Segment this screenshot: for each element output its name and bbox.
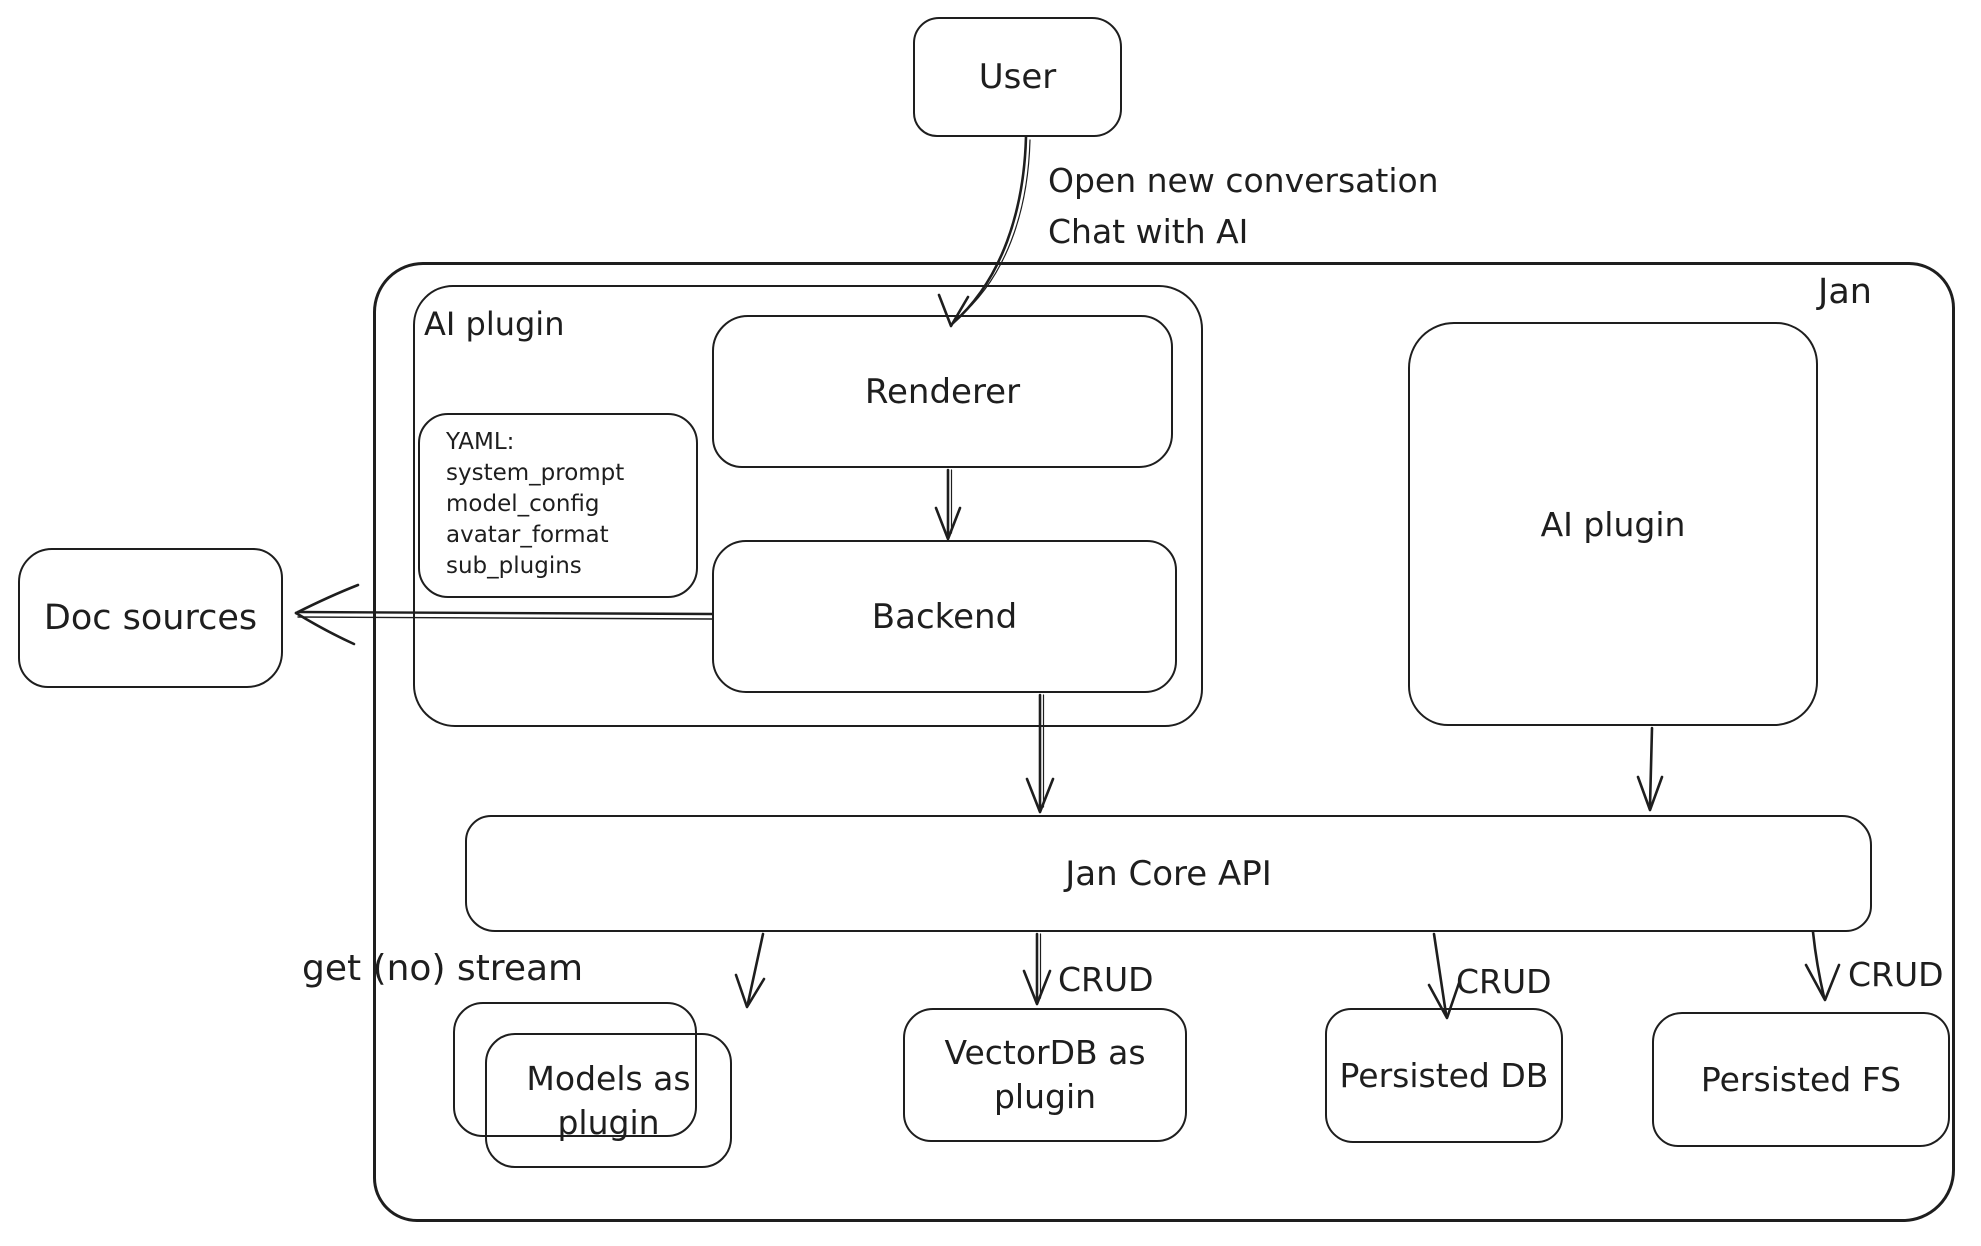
node-user-label: User bbox=[978, 57, 1057, 97]
arrowhead-doc-sources-bottom bbox=[294, 611, 356, 646]
container-jan-label: Jan bbox=[1818, 272, 1872, 312]
yaml-line: sub_plugins bbox=[446, 553, 582, 579]
node-doc-sources-label: Doc sources bbox=[43, 598, 258, 638]
node-ai-plugin-right: AI plugin bbox=[1408, 322, 1818, 726]
yaml-line: model_config bbox=[446, 491, 600, 517]
yaml-title: YAML: bbox=[446, 429, 515, 455]
node-backend-label: Backend bbox=[871, 596, 1018, 637]
edge-label-crud-persisted-db: CRUD bbox=[1456, 962, 1552, 1001]
node-renderer-label: Renderer bbox=[864, 371, 1021, 412]
node-persisted-fs-label: Persisted FS bbox=[1700, 1060, 1902, 1099]
node-doc-sources: Doc sources bbox=[18, 548, 283, 688]
edge-label-crud-persisted-fs: CRUD bbox=[1848, 955, 1944, 994]
node-persisted-fs: Persisted FS bbox=[1652, 1012, 1950, 1147]
node-persisted-db: Persisted DB bbox=[1325, 1008, 1563, 1143]
yaml-note-text: YAML: system_prompt model_config avatar_… bbox=[420, 415, 624, 582]
yaml-line: avatar_format bbox=[446, 522, 609, 548]
node-vectordb-as-plugin-label: VectorDB as plugin bbox=[944, 1033, 1146, 1116]
node-backend: Backend bbox=[712, 540, 1177, 693]
edge-label-open-conversation: Open new conversation bbox=[1048, 161, 1439, 200]
yaml-line: system_prompt bbox=[446, 460, 625, 486]
node-models-as-plugin bbox=[485, 1033, 732, 1168]
node-ai-plugin-right-label: AI plugin bbox=[1540, 504, 1686, 544]
node-models-as-plugin-label: Models as plugin bbox=[526, 1059, 691, 1142]
container-ai-plugin-left-label: AI plugin bbox=[424, 305, 565, 343]
edge-label-user-arrow: Open new conversation Chat with AI bbox=[1048, 155, 1439, 257]
node-models-as-plugin-back bbox=[453, 1002, 697, 1137]
edge-label-chat-with-ai: Chat with AI bbox=[1048, 212, 1249, 252]
edge-label-crud-vectordb: CRUD bbox=[1058, 960, 1154, 999]
node-jan-core-api: Jan Core API bbox=[465, 815, 1872, 932]
node-yaml-note: YAML: system_prompt model_config avatar_… bbox=[418, 413, 698, 598]
container-ai-plugin-left bbox=[413, 285, 1203, 727]
node-jan-core-api-label: Jan Core API bbox=[1065, 853, 1272, 894]
node-user: User bbox=[913, 17, 1122, 137]
node-persisted-db-label: Persisted DB bbox=[1339, 1056, 1549, 1095]
edge-label-get-no-stream: get (no) stream bbox=[302, 948, 584, 989]
node-renderer: Renderer bbox=[712, 315, 1173, 468]
arrowhead-doc-sources-top bbox=[294, 583, 360, 615]
container-jan bbox=[373, 262, 1955, 1222]
node-vectordb-as-plugin: VectorDB as plugin bbox=[903, 1008, 1187, 1142]
